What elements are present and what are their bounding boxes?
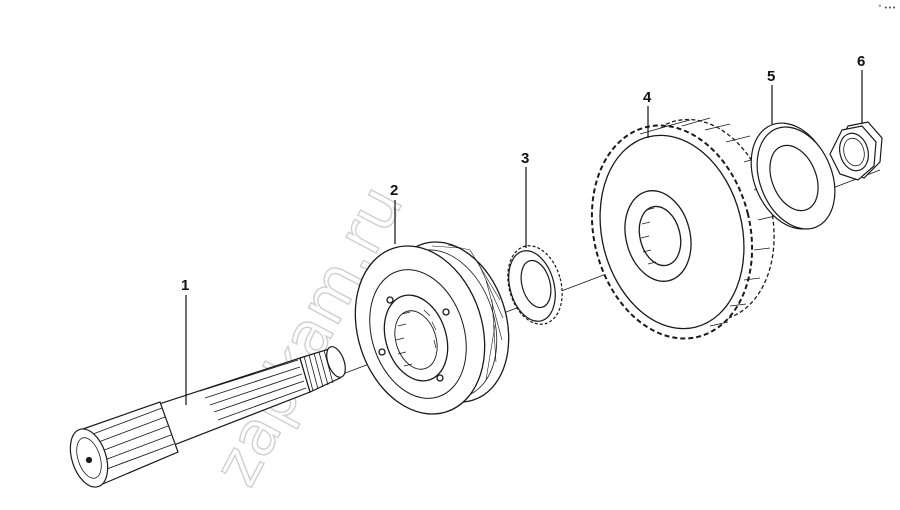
- callout-2: 2: [390, 182, 398, 199]
- callout-leaders: [185, 70, 863, 405]
- callout-6: 6: [857, 53, 865, 70]
- part-5-washer: [750, 122, 836, 230]
- callout-3: 3: [521, 150, 529, 167]
- corner-mark: ° •••: [878, 4, 896, 12]
- part-4-gear: [590, 117, 776, 340]
- part-6-hex-nut: [829, 121, 883, 181]
- callout-1: 1: [181, 277, 189, 294]
- callout-5: 5: [767, 68, 775, 85]
- callout-4: 4: [643, 89, 652, 106]
- part-2-synchronizer-hub: [354, 241, 510, 415]
- part-1-splined-shaft: [69, 346, 346, 488]
- part-3-splined-ring: [507, 245, 563, 325]
